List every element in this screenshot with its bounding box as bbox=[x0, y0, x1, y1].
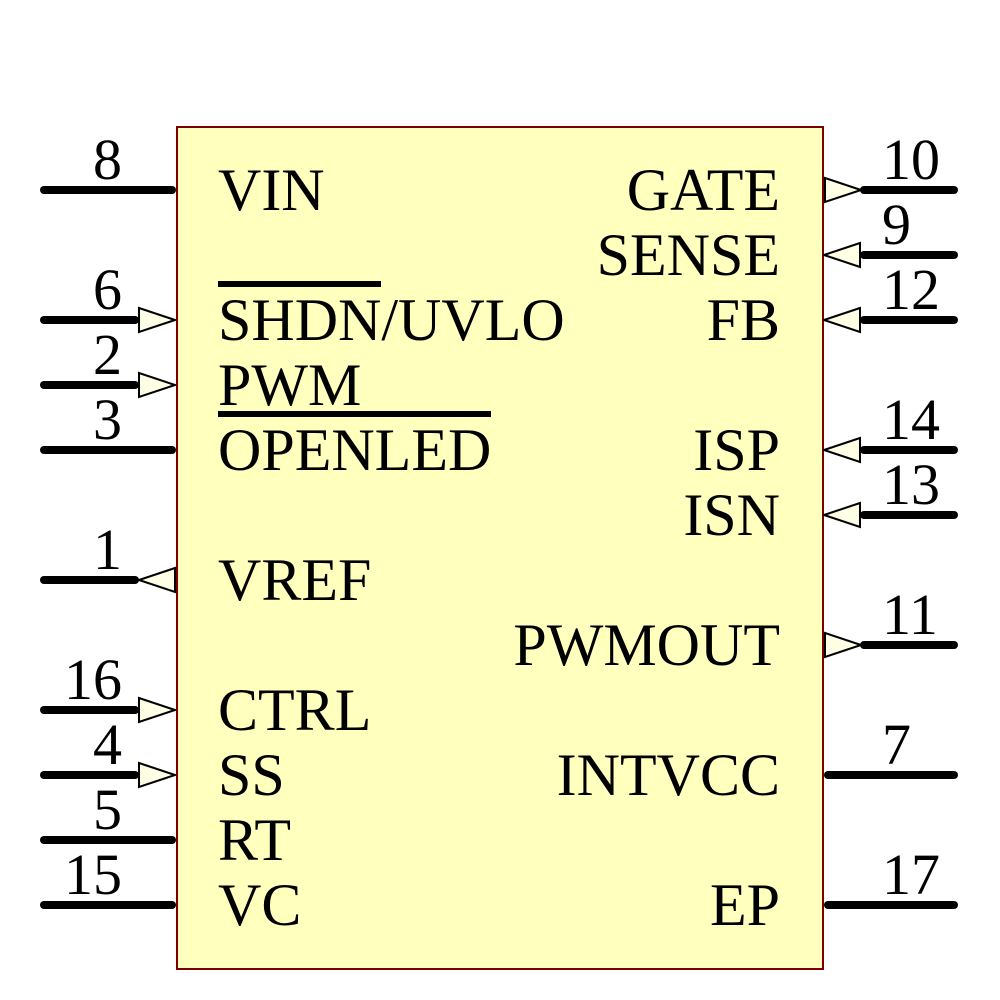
pin-3-label: OPENLED bbox=[218, 411, 492, 483]
pin-2-label: PWM bbox=[218, 355, 361, 415]
pin-4-label: SS bbox=[218, 745, 285, 805]
pin-8-number: 8 bbox=[93, 127, 122, 192]
pin-5-label: RT bbox=[218, 810, 291, 870]
pin-16-input-arrow-icon bbox=[138, 696, 176, 724]
ic-body bbox=[176, 126, 824, 970]
pin-12-label: FB bbox=[707, 290, 780, 350]
pin-13-line bbox=[860, 511, 958, 519]
pin-16-label: CTRL bbox=[218, 680, 371, 740]
pin-14-label-segment: ISP bbox=[693, 417, 780, 483]
pin-11-label-segment: PWMOUT bbox=[513, 612, 780, 678]
pin-17-label: EP bbox=[710, 875, 780, 935]
pin-4-number: 4 bbox=[93, 712, 122, 777]
pin-6-input-arrow-icon bbox=[138, 306, 176, 334]
pin-11-line bbox=[860, 641, 958, 649]
pin-17-line bbox=[824, 901, 958, 909]
pin-17-number: 17 bbox=[882, 842, 940, 907]
pin-12-input-arrow-icon bbox=[823, 306, 861, 334]
pin-16-number: 16 bbox=[64, 647, 122, 712]
pin-2-input-arrow-icon bbox=[138, 371, 176, 399]
pin-1-output-arrow-icon bbox=[138, 566, 176, 594]
pin-10-label-segment: GATE bbox=[626, 157, 780, 223]
pin-2-number: 2 bbox=[93, 322, 122, 387]
pin-13-label-segment: ISN bbox=[683, 482, 780, 548]
pin-7-number: 7 bbox=[882, 712, 911, 777]
pin-8-label-segment: VIN bbox=[218, 157, 325, 223]
pin-10-number: 10 bbox=[882, 127, 940, 192]
pin-4-input-arrow-icon bbox=[138, 761, 176, 789]
pin-6-number: 6 bbox=[93, 257, 122, 322]
pin-9-number: 9 bbox=[882, 192, 911, 257]
pin-3-line bbox=[40, 446, 176, 454]
pin-10-output-arrow-icon bbox=[824, 176, 862, 204]
pin-16-line bbox=[40, 706, 139, 714]
pin-1-label-segment: VREF bbox=[218, 547, 372, 613]
pin-14-label: ISP bbox=[693, 420, 780, 480]
pin-11-output-arrow-icon bbox=[824, 631, 862, 659]
pin-13-input-arrow-icon bbox=[823, 501, 861, 529]
pin-5-number: 5 bbox=[93, 777, 122, 842]
pin-10-label: GATE bbox=[627, 160, 780, 220]
pin-14-input-arrow-icon bbox=[823, 436, 861, 464]
pin-6-label-segment: /UVLO bbox=[381, 287, 565, 353]
pin-11-number: 11 bbox=[882, 582, 938, 647]
pin-5-label-segment: RT bbox=[218, 807, 292, 873]
pin-6-line bbox=[40, 316, 139, 324]
pin-3-number: 3 bbox=[93, 387, 122, 452]
pin-17-label-segment: EP bbox=[709, 872, 780, 938]
pin-12-number: 12 bbox=[882, 257, 940, 322]
pin-6-label-segment: SHDN bbox=[218, 281, 382, 353]
pin-8-line bbox=[40, 186, 176, 194]
pin-2-label-segment: PWM bbox=[218, 352, 362, 418]
pin-2-line bbox=[40, 381, 139, 389]
pin-13-number: 13 bbox=[882, 452, 940, 517]
pin-14-number: 14 bbox=[882, 387, 940, 452]
pin-9-input-arrow-icon bbox=[823, 241, 861, 269]
pin-15-label: VC bbox=[218, 875, 301, 935]
pin-10-line bbox=[860, 186, 958, 194]
pin-9-label: SENSE bbox=[597, 225, 780, 285]
pin-7-line bbox=[824, 771, 958, 779]
pin-1-label: VREF bbox=[218, 550, 371, 610]
pin-15-line bbox=[40, 901, 176, 909]
pin-7-label: INTVCC bbox=[557, 745, 780, 805]
pin-3-label-segment: OPENLED bbox=[218, 411, 492, 483]
pin-1-number: 1 bbox=[93, 517, 122, 582]
pin-15-label-segment: VC bbox=[218, 872, 302, 938]
pin-6-label: SHDN/UVLO bbox=[218, 281, 565, 353]
pin-12-label-segment: FB bbox=[706, 287, 780, 353]
pin-8-label: VIN bbox=[218, 160, 325, 220]
pin-9-label-segment: SENSE bbox=[596, 222, 780, 288]
pin-5-line bbox=[40, 836, 176, 844]
pin-14-line bbox=[860, 446, 958, 454]
pin-4-line bbox=[40, 771, 139, 779]
pin-12-line bbox=[860, 316, 958, 324]
pin-1-line bbox=[40, 576, 139, 584]
pin-16-label-segment: CTRL bbox=[218, 677, 372, 743]
pin-13-label: ISN bbox=[683, 485, 780, 545]
pin-7-label-segment: INTVCC bbox=[556, 742, 780, 808]
pin-4-label-segment: SS bbox=[218, 742, 285, 808]
pin-9-line bbox=[860, 251, 958, 259]
pin-15-number: 15 bbox=[64, 842, 122, 907]
pin-11-label: PWMOUT bbox=[513, 615, 780, 675]
